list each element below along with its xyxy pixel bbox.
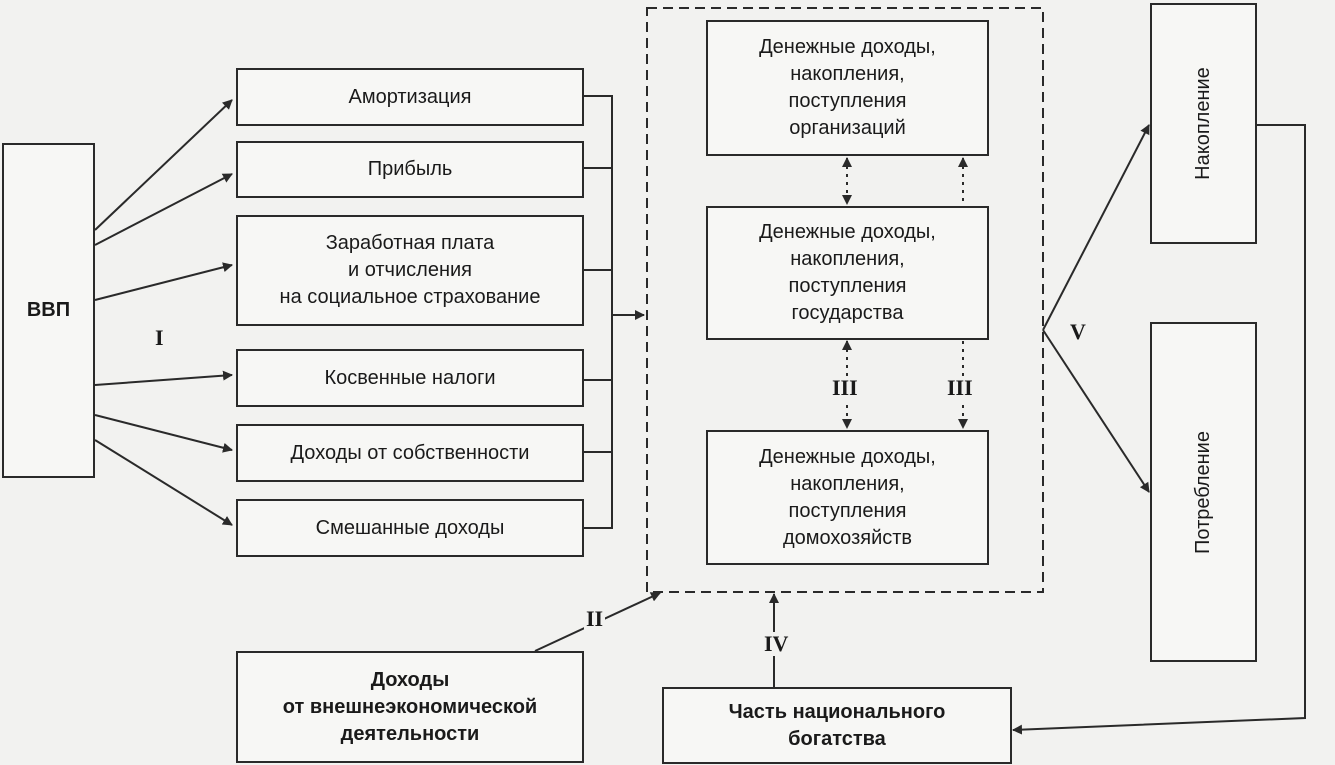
stage-label-i: I: [153, 325, 166, 350]
arrow-gdp-to-indirect-taxes: [94, 370, 233, 386]
income-profit: Прибыль: [236, 141, 584, 198]
sector-organizations: Денежные доходы, накопления, поступления…: [706, 20, 989, 156]
consumption-box: Потребление: [1150, 322, 1257, 662]
sector-households: Денежные доходы, накопления, поступления…: [706, 430, 989, 565]
arrow-to-consumption: [1042, 329, 1150, 493]
stage-label-iii-left: III: [830, 375, 860, 400]
income-mixed: Смешанные доходы: [236, 499, 584, 557]
arrow-gdp-to-mixed-income: [94, 439, 233, 526]
stage-label-iii-right: III: [945, 375, 975, 400]
national-wealth-box: Часть национального богатства: [662, 687, 1012, 764]
accumulation-box: Накопление: [1150, 3, 1257, 244]
income-property: Доходы от собственности: [236, 424, 584, 482]
stage-label-iv: IV: [762, 631, 791, 656]
sector-government: Денежные доходы, накопления, поступления…: [706, 206, 989, 340]
collector-bracket: [584, 95, 613, 529]
arrow-gdp-to-wages: [94, 262, 233, 301]
foreign-income-box: Доходы от внешнеэкономической деятельнос…: [236, 651, 584, 763]
stage-label-ii: II: [584, 606, 606, 631]
income-indirect-taxes: Косвенные налоги: [236, 349, 584, 407]
gdp-box: ВВП: [2, 143, 95, 478]
arrow-accumulation-to-wealth: [1012, 124, 1306, 735]
income-amortization: Амортизация: [236, 68, 584, 126]
stage-label-v: V: [1068, 319, 1088, 344]
arrow-gdp-to-property-income: [94, 414, 233, 453]
arrow-to-accumulation: [1042, 124, 1150, 331]
arrow-gdp-to-profit: [94, 173, 233, 246]
arrow-gdp-to-amortization: [94, 99, 233, 231]
sectors-dashed-frame: [646, 7, 1044, 593]
income-wages: Заработная плата и отчисления на социаль…: [236, 215, 584, 326]
